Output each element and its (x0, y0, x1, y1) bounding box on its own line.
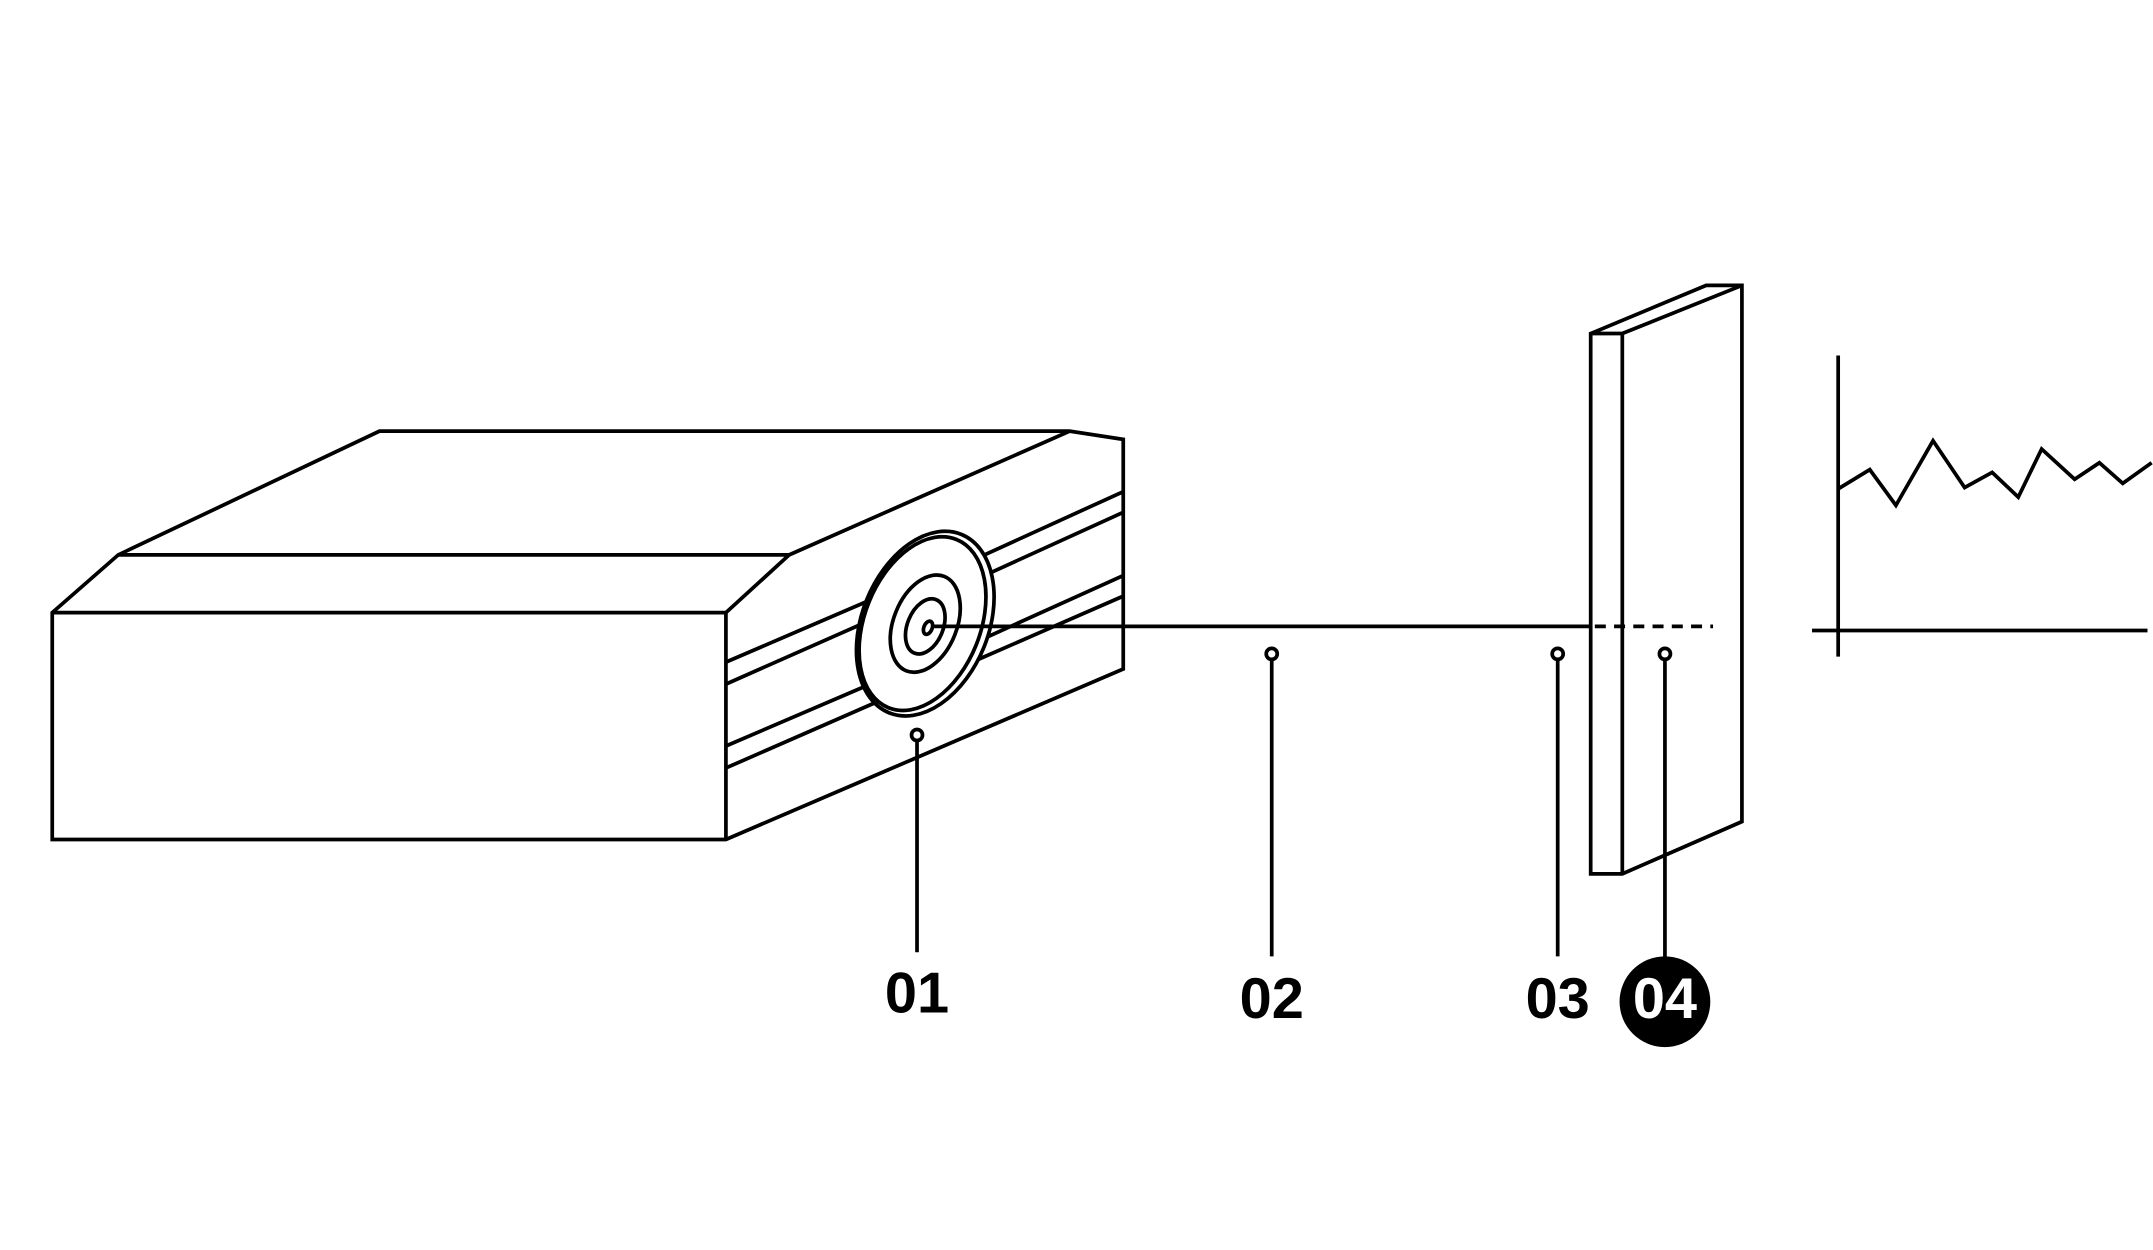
callout-04[interactable]: 04 (1619, 646, 1711, 1048)
sample-plate (1588, 283, 1744, 876)
device-side-edge (788, 429, 1071, 557)
callout-anchor-dot (1657, 646, 1673, 662)
callout-active-badge (1619, 956, 1711, 1048)
callout-02[interactable]: 02 (1240, 646, 1304, 1031)
light-source-device (50, 429, 1126, 842)
device-front-face (52, 610, 728, 840)
callout-anchor-dot (1264, 646, 1280, 662)
spectrum-signal-line (1837, 437, 2153, 509)
device-top-edge (118, 553, 794, 614)
plate-outline (1588, 283, 1744, 876)
callout-label: 01 (885, 962, 949, 1026)
device-ribs (725, 489, 1125, 770)
device-body-outline (50, 429, 1126, 842)
callout-01[interactable]: 01 (885, 727, 949, 1026)
callout-03[interactable]: 03 (1526, 646, 1590, 1031)
callout-anchor-dot (1550, 646, 1566, 662)
callout-label: 04 (1633, 967, 1697, 1031)
callout-anchor-dot (909, 727, 925, 743)
callout-label: 03 (1526, 967, 1590, 1031)
spectrum-graph (1812, 355, 2153, 657)
plate-front-edge (1590, 283, 1743, 336)
callout-label: 02 (1240, 967, 1304, 1031)
emission-lens (854, 529, 996, 718)
